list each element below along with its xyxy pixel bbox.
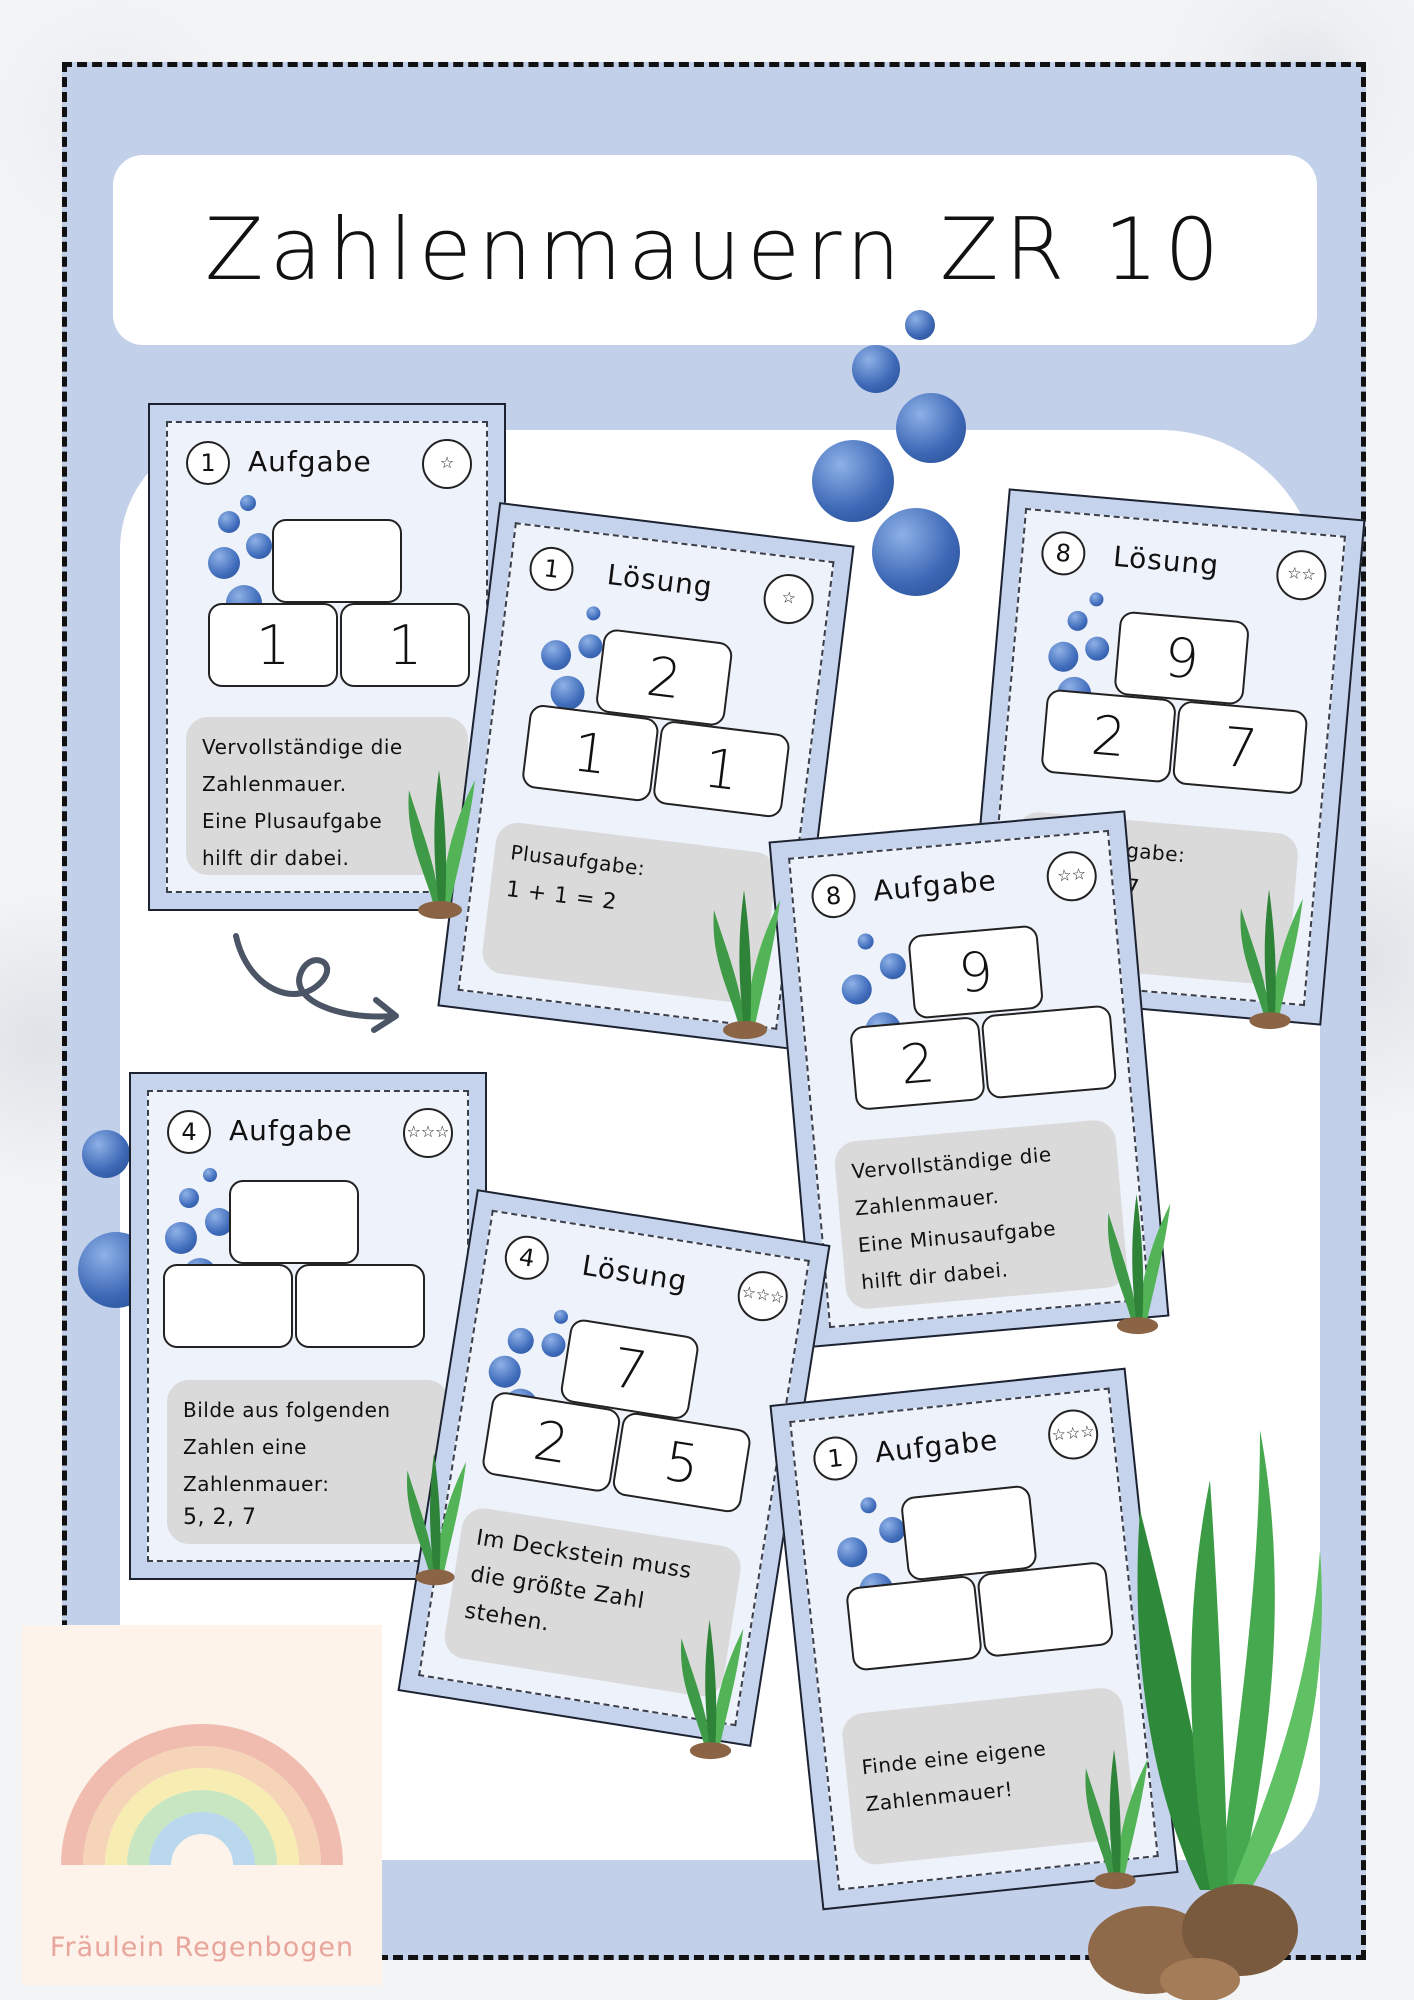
right-brick: 5 (610, 1410, 753, 1515)
bubble-icon (539, 1331, 568, 1359)
instruction-line: Zahlen eine (183, 1435, 307, 1459)
brand-name: Fräulein Regenbogen (49, 1932, 355, 1963)
top-brick (272, 519, 402, 603)
card-number: 8 (809, 872, 858, 920)
top-brick: 2 (594, 627, 734, 728)
bubble-icon (585, 605, 602, 622)
brand-logo: Fräulein Regenbogen (22, 1625, 382, 1985)
top-brick (229, 1180, 359, 1264)
instruction-line: Bilde aus folgenden (183, 1398, 391, 1422)
star-rating-icon: ☆ (422, 439, 472, 489)
instruction-numbers: 5, 2, 7 (183, 1505, 257, 1530)
seaweed-icon (713, 890, 780, 1039)
card-heading: Lösung (605, 557, 715, 604)
bubble-icon (246, 533, 272, 559)
card-number: 1 (527, 544, 577, 594)
instruction-line: Zahlenmauer: (183, 1472, 330, 1496)
right-brick (980, 1004, 1118, 1100)
title-banner: Zahlenmauern ZR 10 (113, 155, 1317, 345)
bubble-icon (165, 1222, 197, 1254)
star-rating-icon: ☆☆☆ (403, 1108, 453, 1158)
star-rating-icon: ☆☆☆ (1045, 1407, 1101, 1462)
instruction-box: Vervollständige die Zahlenmauer. Eine Mi… (833, 1118, 1129, 1311)
card-number: 4 (501, 1232, 552, 1283)
seaweed-icon (406, 1452, 467, 1586)
bubble-icon (240, 495, 256, 511)
bubble-icon (486, 1353, 524, 1391)
card-heading: Aufgabe (229, 1114, 353, 1147)
bubble-icon (577, 632, 604, 660)
bubble-icon (203, 1168, 217, 1182)
left-brick: 2 (1040, 688, 1178, 784)
bubble-icon (859, 1496, 878, 1515)
instruction-line: Eine Plusaufgabe (202, 809, 383, 833)
top-brick: 9 (1113, 610, 1251, 706)
card-heading: Lösung (579, 1248, 690, 1298)
card-number: 1 (811, 1434, 860, 1483)
curly-arrow-icon (233, 933, 399, 1033)
right-brick: 7 (1171, 700, 1309, 796)
bubble-icon (205, 1208, 233, 1236)
seaweed-icon (1085, 1749, 1148, 1890)
instruction-box: Bilde aus folgenden Zahlen eine Zahlenma… (167, 1380, 449, 1544)
right-brick: 1 (651, 719, 792, 819)
star-rating-icon: ☆☆ (1044, 849, 1099, 904)
top-brick (899, 1484, 1038, 1582)
bubble-icon (872, 508, 960, 596)
star-rating-icon: ☆ (760, 571, 817, 627)
bubble-icon (812, 440, 894, 522)
bubble-icon (505, 1325, 536, 1356)
left-brick: 1 (520, 703, 661, 803)
left-brick: 2 (849, 1015, 986, 1111)
bubble-icon (1066, 610, 1089, 632)
bubble-icon (852, 345, 900, 393)
left-brick (844, 1574, 984, 1672)
bubble-icon (179, 1188, 199, 1208)
bubble-icon (856, 932, 875, 951)
card-heading: Aufgabe (873, 1423, 1000, 1470)
bubble-icon (905, 310, 935, 340)
card-number: 8 (1039, 529, 1088, 578)
left-brick: 1 (208, 603, 338, 687)
bubble-icon (835, 1535, 869, 1569)
right-brick (295, 1264, 425, 1348)
card-number: 4 (167, 1110, 211, 1154)
card-heading: Aufgabe (871, 863, 998, 908)
bubble-icon (1084, 635, 1111, 662)
seaweed-icon (408, 770, 475, 919)
bubble-icon (840, 973, 874, 1006)
bubble-icon (218, 511, 240, 533)
card-inner: 4 Aufgabe ☆☆☆ Bilde aus folgenden Zahlen… (147, 1090, 469, 1562)
seaweed-icon (1240, 889, 1303, 1030)
bubble-icon (552, 1308, 570, 1325)
left-brick (163, 1264, 293, 1348)
bubble-icon (208, 547, 240, 579)
right-brick: 1 (340, 603, 470, 687)
instruction-line: hilft dir dabei. (202, 846, 350, 870)
card-number: 1 (186, 441, 230, 485)
page-title: Zahlenmauern ZR 10 (204, 200, 1226, 300)
large-seaweed-icon (1137, 1430, 1322, 1890)
bubble-icon (896, 393, 966, 463)
bubble-icon (539, 638, 573, 672)
bubble-icon (878, 952, 907, 981)
right-brick (976, 1560, 1115, 1658)
instruction-line: Vervollständige die (202, 735, 403, 759)
rocks-icon (1088, 1884, 1298, 2000)
card-heading: Aufgabe (248, 445, 372, 478)
star-rating-icon: ☆☆☆ (734, 1267, 792, 1325)
star-rating-icon: ☆☆ (1274, 548, 1329, 603)
seaweed-icon (680, 1619, 744, 1760)
bubble-icon (82, 1130, 130, 1178)
card-heading: Lösung (1111, 539, 1221, 582)
instruction-line: Zahlenmauer. (202, 772, 347, 796)
bubble-icon (1088, 591, 1105, 608)
top-brick: 9 (907, 924, 1045, 1020)
rainbow-icon (61, 1724, 343, 1865)
bubble-icon (1047, 640, 1080, 674)
seaweed-icon (1107, 1194, 1171, 1335)
